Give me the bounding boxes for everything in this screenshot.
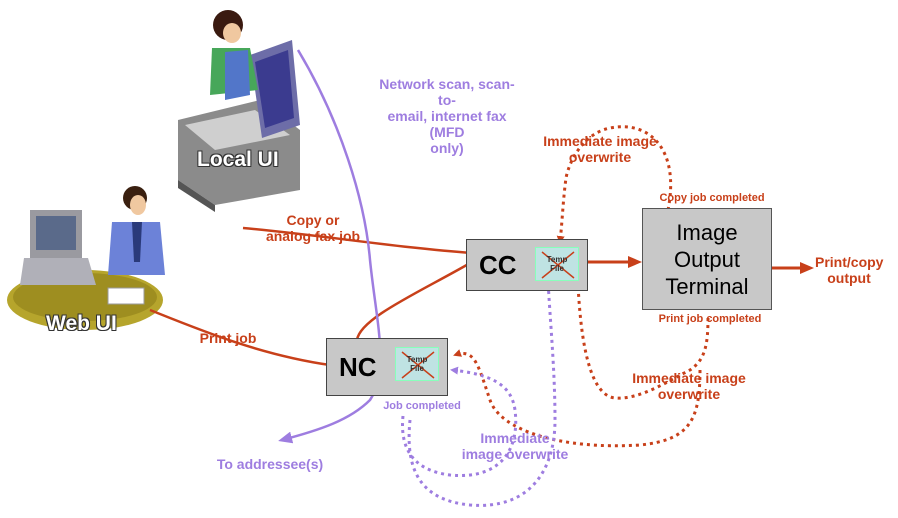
copy-or-fax-label: Copy or analog fax job [265, 212, 361, 244]
nc-temp-file-cross-icon [401, 351, 435, 379]
nc-temp-file-text: Temp File [406, 355, 428, 373]
nc-box: NC Temp File [326, 338, 448, 396]
print-job-completed-label: Print job completed [658, 313, 762, 325]
iot-line-2: Output [673, 246, 741, 272]
cc-temp-file-text: Temp File [546, 255, 568, 273]
cc-temp-file: Temp File [535, 247, 579, 281]
copy-job-completed-label: Copy job completed [659, 192, 765, 204]
to-addressees-label: To addressee(s) [216, 456, 324, 472]
immediate-overwrite-purple-label: Immediate image overwrite [461, 430, 569, 462]
iot-line-1: Image [676, 219, 738, 245]
image-output-terminal-box: Image Output Terminal [642, 208, 772, 310]
print-job-label: Print job [199, 330, 257, 346]
web-ui-label: Web UI [46, 312, 117, 335]
immediate-overwrite-top-label: Immediate image overwrite [543, 133, 657, 165]
web-ui-illustration [7, 186, 165, 330]
cc-label: CC [479, 250, 517, 280]
print-copy-output-label: Print/copy output [815, 254, 884, 286]
cc-box: CC Temp File [466, 239, 588, 291]
network-scan-label: Network scan, scan-to- email, internet f… [379, 76, 515, 156]
nc-temp-file: Temp File [395, 347, 439, 381]
local-ui-label: Local UI [197, 148, 279, 171]
nc-label: NC [339, 352, 377, 382]
job-completed-label: Job completed [383, 400, 461, 412]
local-ui-illustration [178, 10, 300, 212]
cc-temp-file-cross-icon [541, 251, 575, 279]
iot-line-3: Terminal [665, 273, 749, 299]
immediate-overwrite-right-label: Immediate image overwrite [632, 370, 746, 402]
